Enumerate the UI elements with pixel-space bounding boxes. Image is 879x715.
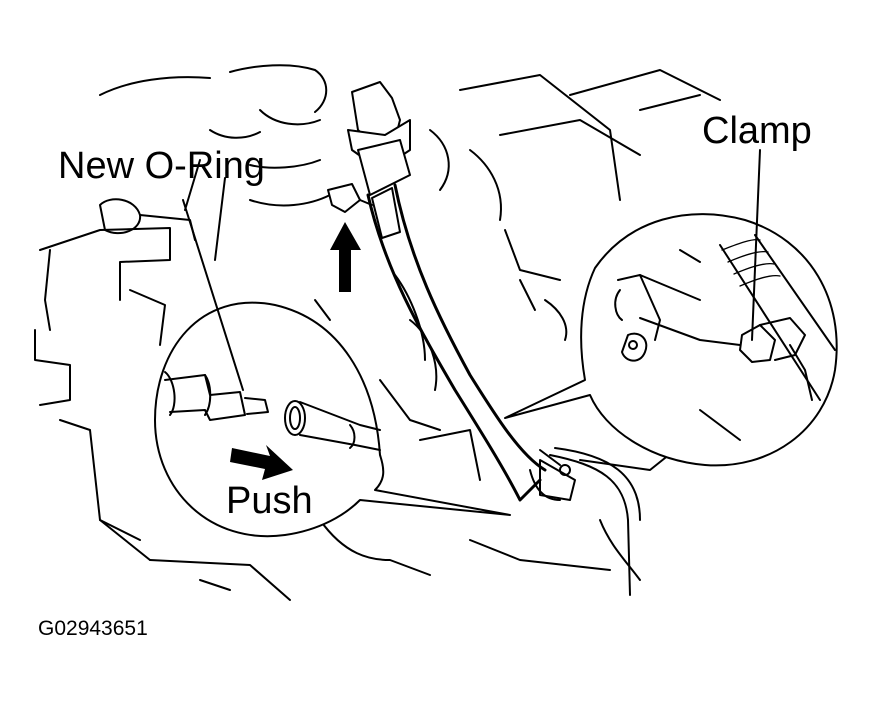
clamp-leader-line [751, 149, 761, 341]
figure-code: G02943651 [38, 617, 148, 640]
push-label: Push [226, 480, 313, 522]
leader-lines [182, 149, 761, 391]
oring-detail-callout [154, 299, 511, 538]
new-oring-label: New O-Ring [58, 145, 265, 187]
right-arrow-icon [230, 445, 293, 480]
clamp-detail-callout [504, 213, 838, 467]
clamp-label: Clamp [702, 110, 812, 152]
engine-block [34, 64, 721, 601]
oring-leader-line [182, 199, 244, 391]
dipstick-tube [327, 81, 641, 596]
up-arrow-icon [330, 222, 361, 292]
